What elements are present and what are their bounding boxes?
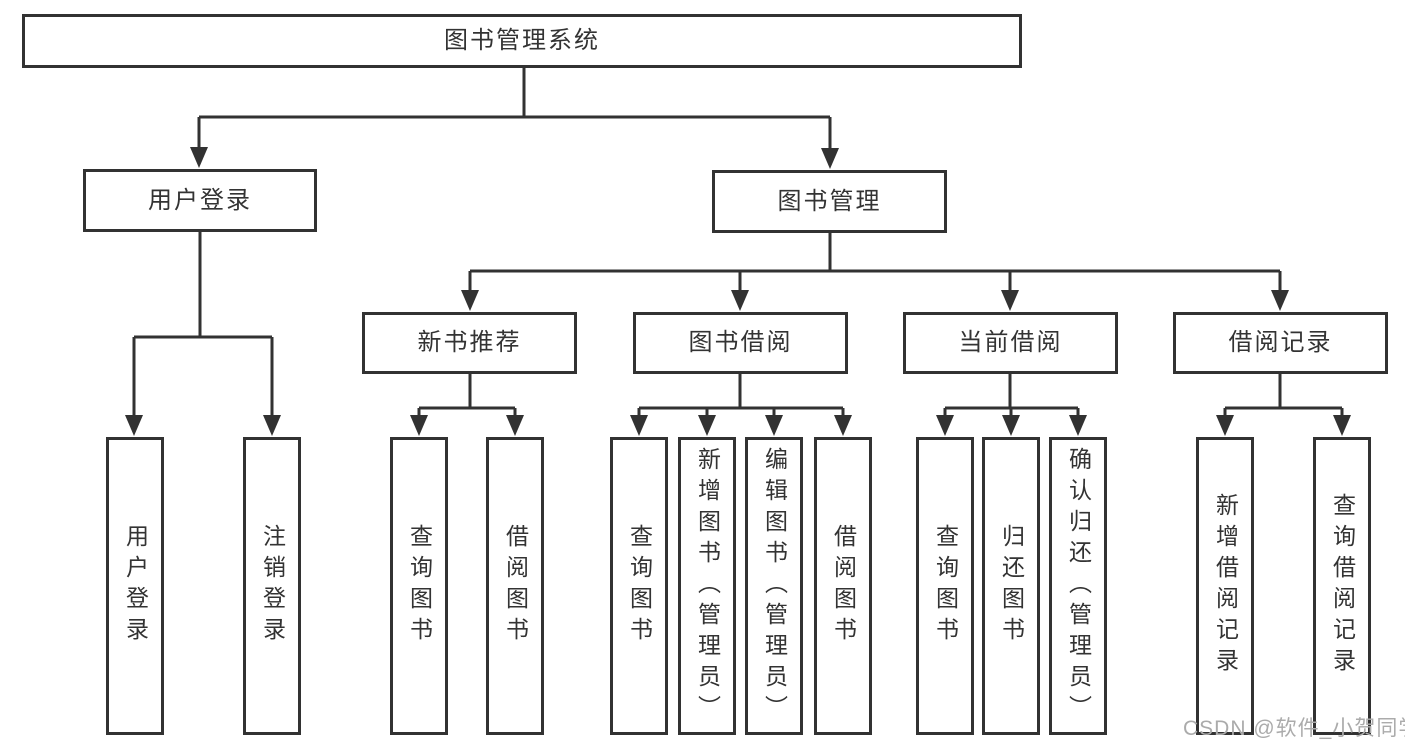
leaf-query-borrow-record: 查询借阅记录 — [1313, 437, 1371, 735]
node-new-book-recommend: 新书推荐 — [362, 312, 577, 374]
leaf-return-books: 归还图书 — [982, 437, 1040, 735]
leaf-add-borrow-record: 新增借阅记录 — [1196, 437, 1254, 735]
leaf-borrow-books-recommend: 借阅图书 — [486, 437, 544, 735]
node-user-login: 用户登录 — [83, 169, 317, 232]
leaf-add-books-admin: 新增图书（管理员） — [678, 437, 736, 735]
node-book-management: 图书管理 — [712, 170, 947, 233]
leaf-logout: 注销登录 — [243, 437, 301, 735]
leaf-borrow-books: 借阅图书 — [814, 437, 872, 735]
csdn-watermark: CSDN @软件_小贺同学 — [1183, 717, 1405, 740]
leaf-query-books-current: 查询图书 — [916, 437, 974, 735]
leaf-confirm-return-admin: 确认归还（管理员） — [1049, 437, 1107, 735]
leaf-edit-books-admin: 编辑图书（管理员） — [745, 437, 803, 735]
node-borrow-records: 借阅记录 — [1173, 312, 1388, 374]
node-book-borrow: 图书借阅 — [633, 312, 848, 374]
connector-paths — [132, 68, 1344, 420]
arrowheads — [125, 147, 1351, 436]
leaf-query-books-recommend: 查询图书 — [390, 437, 448, 735]
leaf-query-books-borrow: 查询图书 — [610, 437, 668, 735]
node-current-borrow: 当前借阅 — [903, 312, 1118, 374]
node-root: 图书管理系统 — [22, 14, 1022, 68]
leaf-user-login: 用户登录 — [106, 437, 164, 735]
